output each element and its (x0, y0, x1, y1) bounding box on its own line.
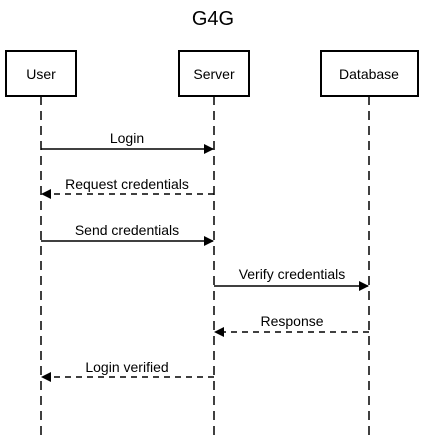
participant-database-label: Database (339, 66, 399, 82)
message-label: Response (260, 313, 323, 329)
diagram-title: G4G (192, 8, 234, 30)
participant-user: User (5, 50, 77, 97)
message-label: Login (110, 130, 144, 146)
message-verify-credentials: Verify credentials (214, 266, 369, 291)
message-label: Login verified (85, 359, 168, 375)
message-response: Response (214, 313, 369, 337)
message-label: Send credentials (75, 222, 179, 238)
message-label: Request credentials (65, 176, 189, 192)
participant-user-label: User (26, 66, 56, 82)
message-login-verified: Login verified (41, 359, 214, 382)
message-login: Login (41, 130, 214, 154)
message-request-credentials: Request credentials (41, 176, 214, 199)
participant-server-label: Server (193, 66, 235, 82)
participant-database: Database (320, 50, 419, 97)
message-label: Verify credentials (239, 266, 346, 282)
participant-server: Server (178, 50, 250, 97)
message-send-credentials: Send credentials (41, 222, 214, 246)
